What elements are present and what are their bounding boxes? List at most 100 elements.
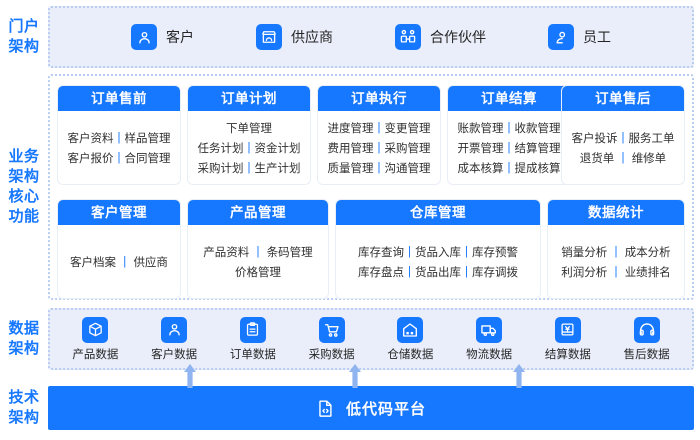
- card-line: 库存查询|货品入库|库存预警: [358, 246, 518, 259]
- card-line: 客户资料|样品管理: [67, 132, 171, 145]
- card-line: 客户报价|合同管理: [67, 152, 171, 165]
- card-line: 价格管理: [235, 267, 281, 279]
- data-item-warehouse[interactable]: 仓储数据: [372, 316, 448, 362]
- warehouse-icon: [397, 316, 424, 343]
- truck-icon: [476, 316, 503, 343]
- rail-label-portal-line2: 架构: [8, 38, 40, 55]
- data-item-label: 结算数据: [544, 348, 591, 361]
- portal-items-row: 客户 供应商 合作伙伴: [48, 6, 694, 68]
- rail-label-data-line1: 数据: [8, 320, 40, 337]
- data-item-label: 售后数据: [623, 348, 670, 361]
- card-title: 客户管理: [58, 200, 180, 225]
- user-icon: [131, 24, 157, 50]
- data-item-label: 物流数据: [466, 348, 513, 361]
- data-item-label: 产品数据: [72, 348, 119, 361]
- headset-icon: [633, 316, 660, 343]
- data-item-order[interactable]: 订单数据: [215, 316, 291, 362]
- business-card-aftersale[interactable]: 订单售后 客户投诉|服务工单 退货单 | 维修单: [562, 86, 684, 184]
- data-item-settlement[interactable]: 结算数据: [530, 316, 606, 362]
- card-line: 质量管理|沟通管理: [327, 162, 431, 175]
- card-line: 利润分析 | 业绩排名: [561, 266, 671, 279]
- data-item-product[interactable]: 产品数据: [57, 316, 133, 362]
- card-line: 库存盘点|货品出库|库存调拨: [358, 266, 518, 279]
- card-line: 客户档案 | 供应商: [70, 256, 168, 269]
- business-card-statistics[interactable]: 数据统计 销量分析 | 成本分析 利润分析 | 业绩排名: [548, 200, 684, 298]
- portal-item-partner[interactable]: 合作伙伴: [395, 24, 486, 50]
- business-card-execution[interactable]: 订单执行 进度管理|变更管理 费用管理|采购管理 质量管理|沟通管理: [318, 86, 440, 184]
- rail-label-portal: 门户 架构: [0, 17, 48, 57]
- card-line: 产品资料 | 条码管理: [203, 246, 313, 259]
- card-body: 进度管理|变更管理 费用管理|采购管理 质量管理|沟通管理: [318, 111, 440, 184]
- card-line: 销量分析 | 成本分析: [561, 246, 671, 259]
- card-title: 订单售后: [562, 86, 684, 111]
- rail-label-business-line2: 架构: [8, 168, 40, 185]
- rail-label-business-line3: 核心: [8, 188, 40, 205]
- rail-label-tech-line2: 架构: [8, 409, 40, 426]
- card-body: 客户投诉|服务工单 退货单 | 维修单: [562, 111, 684, 184]
- card-title: 仓库管理: [336, 200, 540, 225]
- card-line: 任务计划|资金计划: [197, 142, 301, 155]
- employee-icon: [548, 24, 574, 50]
- clipboard-icon: [239, 316, 266, 343]
- card-line: 进度管理|变更管理: [327, 122, 431, 135]
- rail-label-data: 数据 架构: [0, 319, 48, 359]
- card-body: 销量分析 | 成本分析 利润分析 | 业绩排名: [548, 225, 684, 298]
- portal-item-employee[interactable]: 员工: [548, 24, 611, 50]
- data-item-label: 仓储数据: [387, 348, 434, 361]
- card-title: 订单售前: [58, 86, 180, 111]
- card-line: 开票管理|结算管理: [457, 142, 561, 155]
- tech-platform-bar[interactable]: 低代码平台: [48, 386, 694, 430]
- portal-item-label: 客户: [166, 29, 194, 45]
- partners-icon: [395, 24, 421, 50]
- business-card-presale[interactable]: 订单售前 客户资料|样品管理 客户报价|合同管理: [58, 86, 180, 184]
- portal-item-label: 供应商: [291, 29, 333, 45]
- connector-arrow-right: [513, 364, 525, 388]
- data-item-customer[interactable]: 客户数据: [136, 316, 212, 362]
- card-body: 客户资料|样品管理 客户报价|合同管理: [58, 111, 180, 184]
- rail-label-business: 业务 架构 核心 功能: [0, 147, 48, 227]
- portal-item-label: 合作伙伴: [430, 29, 486, 45]
- card-body: 下单管理 任务计划|资金计划 采购计划|生产计划: [188, 111, 310, 184]
- data-item-label: 采购数据: [308, 348, 355, 361]
- shop-icon: [256, 24, 282, 50]
- rail-label-business-line4: 功能: [8, 208, 40, 225]
- data-item-label: 客户数据: [151, 348, 198, 361]
- tech-layer-panel: [48, 386, 694, 430]
- card-line: 下单管理: [226, 123, 272, 135]
- data-item-logistics[interactable]: 物流数据: [451, 316, 527, 362]
- data-layer-panel: [48, 308, 694, 370]
- card-title: 产品管理: [188, 200, 328, 225]
- card-body: 产品资料 | 条码管理 价格管理: [188, 225, 328, 298]
- portal-item-supplier[interactable]: 供应商: [256, 24, 333, 50]
- business-card-customer-mgmt[interactable]: 客户管理 客户档案 | 供应商: [58, 200, 180, 298]
- card-title: 数据统计: [548, 200, 684, 225]
- data-item-purchase[interactable]: 采购数据: [294, 316, 370, 362]
- card-line: 费用管理|采购管理: [327, 142, 431, 155]
- card-title: 订单结算: [448, 86, 570, 111]
- payment-icon: [554, 316, 581, 343]
- card-line: 客户投诉|服务工单: [571, 132, 675, 145]
- card-line: 账款管理|收款管理: [457, 122, 561, 135]
- card-body: 库存查询|货品入库|库存预警 库存盘点|货品出库|库存调拨: [336, 225, 540, 298]
- cart-icon: [318, 316, 345, 343]
- business-card-settlement[interactable]: 订单结算 账款管理|收款管理 开票管理|结算管理 成本核算|提成核算: [448, 86, 570, 184]
- business-card-warehouse-mgmt[interactable]: 仓库管理 库存查询|货品入库|库存预警 库存盘点|货品出库|库存调拨: [336, 200, 540, 298]
- card-body: 客户档案 | 供应商: [58, 225, 180, 298]
- card-line: 成本核算|提成核算: [457, 162, 561, 175]
- business-card-orderplan[interactable]: 订单计划 下单管理 任务计划|资金计划 采购计划|生产计划: [188, 86, 310, 184]
- card-line: 退货单 | 维修单: [579, 152, 667, 165]
- card-title: 订单执行: [318, 86, 440, 111]
- data-item-label: 订单数据: [229, 348, 276, 361]
- data-item-aftersale[interactable]: 售后数据: [609, 316, 685, 362]
- rail-label-portal-line1: 门户: [8, 18, 40, 35]
- rail-label-business-line1: 业务: [8, 148, 40, 165]
- rail-label-tech: 技术 架构: [0, 388, 48, 428]
- box-icon: [82, 316, 109, 343]
- portal-item-customer[interactable]: 客户: [131, 24, 194, 50]
- data-items-row: 产品数据 客户数据 订单数据: [48, 308, 694, 370]
- portal-item-label: 员工: [583, 29, 611, 45]
- business-card-product-mgmt[interactable]: 产品管理 产品资料 | 条码管理 价格管理: [188, 200, 328, 298]
- rail-label-tech-line1: 技术: [8, 389, 40, 406]
- card-title: 订单计划: [188, 86, 310, 111]
